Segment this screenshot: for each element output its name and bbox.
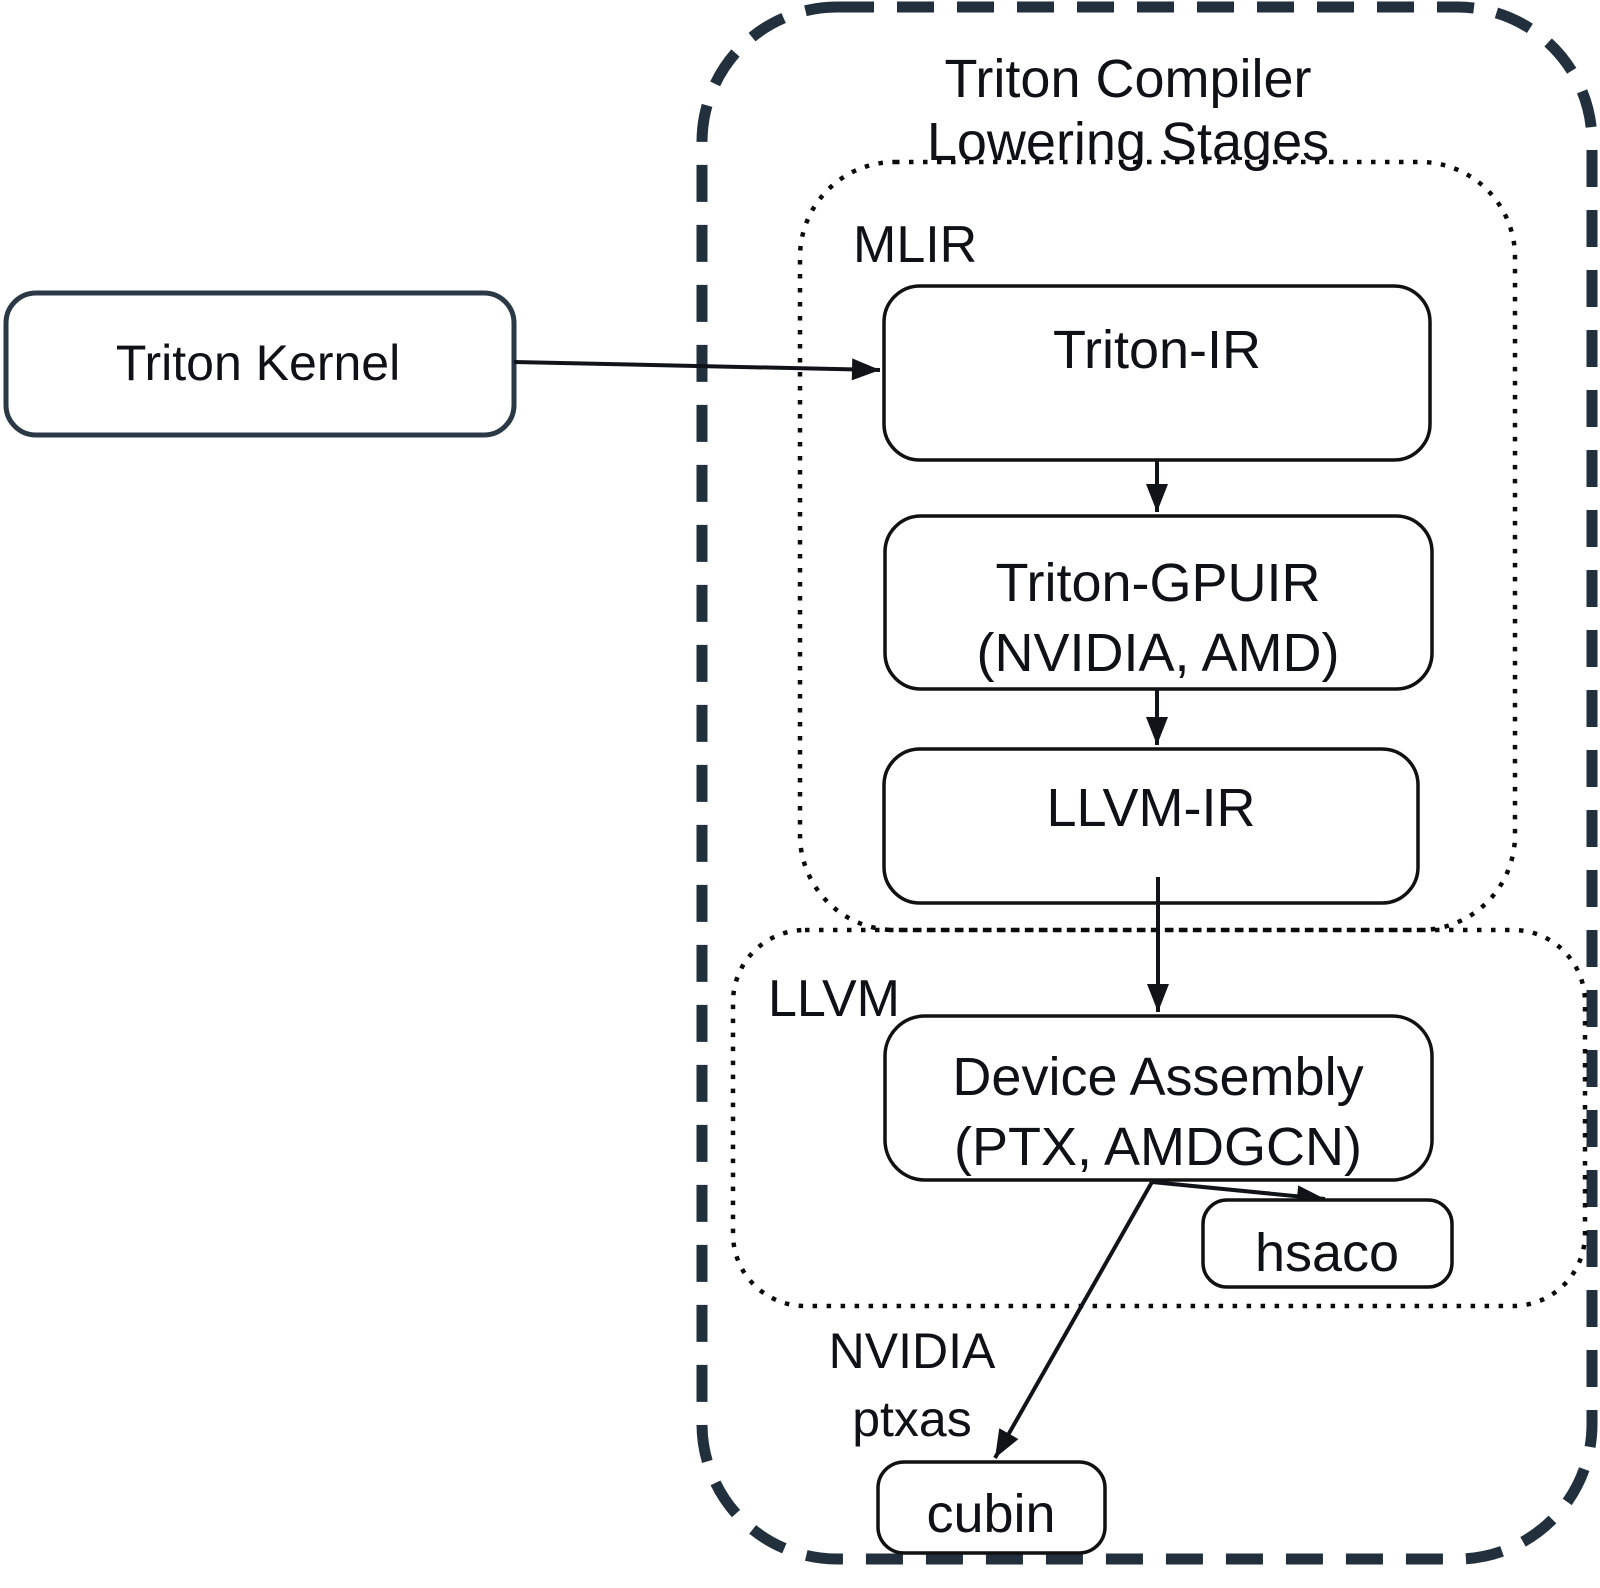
arrow-kernel-to-tritonir — [513, 358, 881, 381]
node-llvm-ir-label: LLVM-IR — [1046, 778, 1255, 838]
node-triton-ir-label: Triton-IR — [1053, 320, 1261, 380]
diagram-title-line2: Lowering Stages — [927, 112, 1329, 172]
arrow-deviceassembly-to-hsaco — [1151, 1180, 1326, 1208]
node-hsaco-label: hsaco — [1255, 1223, 1399, 1283]
edge-label-nvidia: NVIDIA — [829, 1323, 996, 1379]
mlir-group-label: MLIR — [853, 216, 977, 274]
edge-label-ptxas: ptxas — [852, 1391, 972, 1447]
node-device-assembly-label-line2: (PTX, AMDGCN) — [954, 1117, 1362, 1177]
node-device-assembly-box — [883, 1014, 1434, 1182]
node-device-assembly-label-line1: Device Assembly — [952, 1047, 1363, 1107]
node-cubin-box — [876, 1460, 1107, 1555]
node-cubin-label: cubin — [926, 1484, 1055, 1544]
llvm-group-label: LLVM — [768, 970, 900, 1028]
node-triton-kernel-label: Triton Kernel — [116, 335, 400, 391]
node-triton-gpuir-label-line2: (NVIDIA, AMD) — [976, 623, 1339, 683]
outer-dashed-border — [696, 1, 1598, 1565]
node-llvm-ir-box — [882, 747, 1420, 905]
node-triton-gpuir-label-line1: Triton-GPUIR — [995, 553, 1320, 613]
node-hsaco-box — [1201, 1198, 1454, 1289]
diagram-title-line1: Triton Compiler — [944, 49, 1311, 109]
arrow-deviceassembly-to-cubin — [993, 1181, 1154, 1459]
